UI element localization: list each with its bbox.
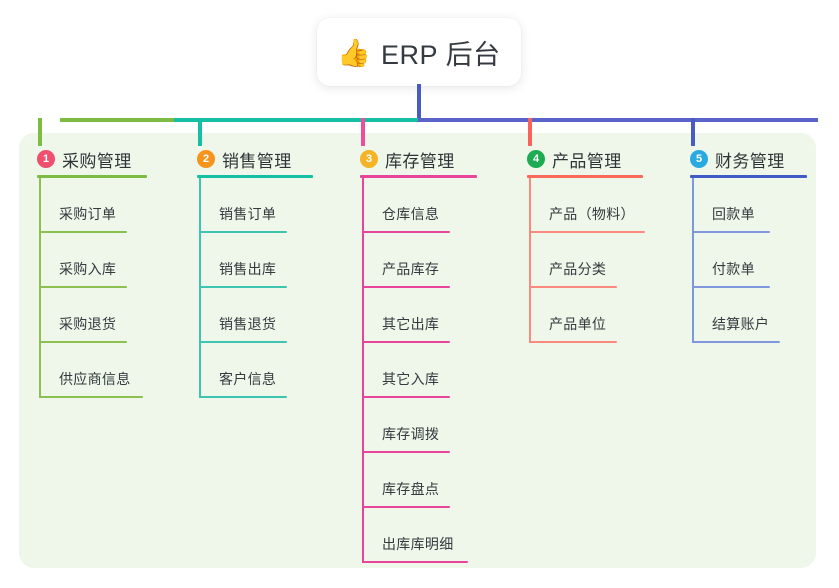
column-title: 财务管理	[715, 151, 785, 171]
column-title: 采购管理	[62, 151, 132, 171]
list-item-rule	[692, 286, 770, 288]
list-item-rule	[362, 396, 450, 398]
list-item-rule	[199, 231, 287, 233]
column-库存管理: 3 库存管理仓库信息产品库存其它出库其它入库库存调拨库存盘点出库库明细	[360, 146, 477, 563]
drop-line-库存管理	[361, 118, 365, 146]
list-item-rule	[529, 286, 617, 288]
drop-line-销售管理	[198, 118, 202, 146]
column-title-rule	[527, 175, 643, 178]
column-title: 产品管理	[552, 151, 622, 171]
list-item-label: 付款单	[712, 261, 755, 277]
list-item-label: 产品库存	[382, 261, 440, 277]
column-spine	[39, 178, 41, 398]
column-header-采购管理[interactable]: 1 采购管理	[37, 146, 132, 172]
root-node-label: ERP 后台	[381, 39, 501, 70]
column-title-rule	[197, 175, 313, 178]
list-item-rule	[362, 506, 450, 508]
list-item-label: 销售退货	[219, 316, 277, 332]
column-title-rule	[690, 175, 807, 178]
column-title: 库存管理	[385, 151, 455, 171]
column-header-财务管理[interactable]: 5 财务管理	[690, 146, 785, 172]
list-item-rule	[362, 561, 468, 563]
column-badge-2: 2	[197, 150, 215, 168]
column-财务管理: 5 财务管理回款单付款单结算账户	[690, 146, 807, 343]
list-item-rule	[39, 341, 127, 343]
column-badge-4: 4	[527, 150, 545, 168]
list-item-label: 销售订单	[219, 206, 277, 222]
list-item-label: 出库库明细	[382, 536, 454, 552]
root-stem-line	[417, 84, 421, 120]
column-badge-3: 3	[360, 150, 378, 168]
column-产品管理: 4 产品管理产品（物料） 产品分类产品单位	[527, 146, 645, 343]
root-node[interactable]: 👍 ERP 后台	[317, 18, 521, 86]
column-title: 销售管理	[222, 151, 292, 171]
list-item-rule	[362, 286, 450, 288]
list-item-label: 销售出库	[219, 261, 277, 277]
list-item-label: 供应商信息	[59, 371, 131, 387]
list-item-rule	[692, 231, 770, 233]
drop-line-产品管理	[528, 118, 532, 146]
list-item-label: 采购入库	[59, 261, 117, 277]
column-header-库存管理[interactable]: 3 库存管理	[360, 146, 455, 172]
trunk-segment-3	[418, 118, 818, 122]
drop-line-采购管理	[38, 118, 42, 146]
list-item-rule	[692, 341, 780, 343]
trunk-segment-2	[174, 118, 418, 122]
list-item-label: 库存调拨	[382, 426, 440, 442]
list-item-rule	[529, 341, 617, 343]
list-item-rule	[362, 341, 450, 343]
list-item-label: 回款单	[712, 206, 755, 222]
list-item-rule	[199, 396, 287, 398]
list-item-rule	[199, 286, 287, 288]
column-spine	[529, 178, 531, 343]
column-title-rule	[360, 175, 477, 178]
list-item-rule	[529, 231, 645, 233]
list-item-label: 产品单位	[549, 316, 607, 332]
list-item-label: 采购订单	[59, 206, 117, 222]
column-spine	[199, 178, 201, 398]
list-item-rule	[362, 451, 450, 453]
branches-panel	[19, 133, 816, 568]
trunk-segment-1	[60, 118, 174, 122]
list-item-rule	[39, 231, 127, 233]
list-item-label: 其它入库	[382, 371, 440, 387]
list-item-label: 其它出库	[382, 316, 440, 332]
list-item-label: 仓库信息	[382, 206, 440, 222]
list-item-label: 产品（物料）	[549, 206, 635, 222]
column-采购管理: 1 采购管理采购订单采购入库采购退货供应商信息	[37, 146, 147, 398]
column-销售管理: 2 销售管理销售订单销售出库销售退货客户信息	[197, 146, 313, 398]
list-item-label: 产品分类	[549, 261, 607, 277]
list-item-label: 库存盘点	[382, 481, 440, 497]
list-item-label: 客户信息	[219, 371, 277, 387]
column-spine	[692, 178, 694, 343]
column-badge-1: 1	[37, 150, 55, 168]
list-item-rule	[39, 286, 127, 288]
list-item-rule	[39, 396, 143, 398]
list-item-rule	[199, 341, 287, 343]
column-spine	[362, 178, 364, 563]
drop-line-财务管理	[691, 118, 695, 146]
column-title-rule	[37, 175, 147, 178]
column-header-销售管理[interactable]: 2 销售管理	[197, 146, 292, 172]
list-item-rule	[362, 231, 450, 233]
column-badge-5: 5	[690, 150, 708, 168]
column-header-产品管理[interactable]: 4 产品管理	[527, 146, 622, 172]
list-item-label: 结算账户	[712, 316, 770, 332]
list-item-label: 采购退货	[59, 316, 117, 332]
thumbs-up-emoji: 👍	[337, 37, 372, 68]
